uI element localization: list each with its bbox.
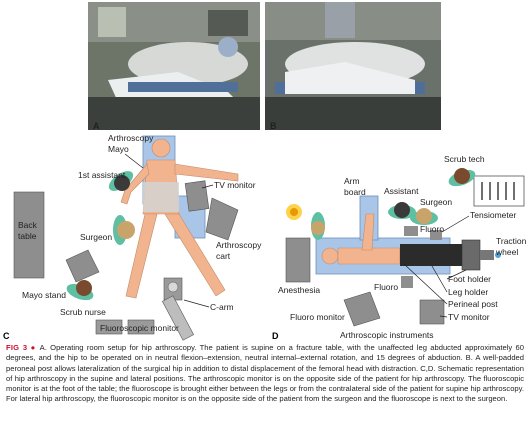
surgeon-figure-d	[410, 208, 438, 225]
label-arthroscopy-mayo-1: Arthroscopy	[108, 133, 154, 143]
leader-perineal-post	[403, 263, 448, 305]
instrument-tray	[473, 175, 525, 207]
fluoro-top-box	[404, 226, 418, 236]
c-arm-device	[161, 277, 195, 341]
fluoro-bottom-box	[401, 276, 413, 288]
or-setup-diagrams: Arthroscopy Mayo 1st assistant TV monito…	[3, 133, 527, 341]
mayo-stand-box	[65, 249, 100, 283]
label-arm-board-2: board	[344, 187, 366, 197]
figure-caption: FIG 3 ● A. Operating room setup for hip …	[6, 343, 524, 405]
label-mayo-stand: Mayo stand	[22, 290, 66, 300]
assistant-figure-d	[388, 202, 416, 219]
label-surgeon-c: Surgeon	[80, 232, 112, 242]
arthroscopy-cart-box	[205, 197, 239, 241]
label-arthroscopic-instruments: Arthroscopic instruments	[340, 330, 434, 340]
diagram-c	[13, 135, 239, 341]
tv-monitor-box	[184, 180, 210, 212]
label-tensiometer: Tensiometer	[470, 210, 516, 220]
label-leg-holder: Leg holder	[448, 287, 488, 297]
label-surgeon-d: Surgeon	[420, 197, 452, 207]
tv-monitor-box-d	[419, 299, 445, 325]
label-tv-monitor-d: TV monitor	[448, 312, 490, 322]
leader-c-arm	[183, 299, 210, 308]
label-arthroscopy-cart-2: cart	[216, 251, 231, 261]
label-arthroscopy-cart-1: Arthroscopy	[216, 240, 262, 250]
label-first-assistant: 1st assistant	[78, 170, 126, 180]
label-fluoro-bottom: Fluoro	[374, 282, 398, 292]
anesthesia-staff-figure	[311, 212, 325, 240]
anesthesia-box	[285, 237, 311, 283]
leader-tensiometer	[441, 215, 470, 233]
figure-label: FIG 3	[6, 343, 28, 352]
leader-mayo	[124, 153, 144, 169]
label-arthroscopy-mayo-2: Mayo	[108, 144, 129, 154]
caption-bullet: ●	[30, 343, 37, 352]
operating-light	[286, 204, 302, 220]
photo-b	[265, 2, 441, 130]
label-anesthesia: Anesthesia	[278, 285, 320, 295]
label-perineal-post: Perineal post	[448, 299, 498, 309]
fluoro-monitor-box-1	[95, 319, 123, 335]
tensiometer-box	[430, 230, 442, 240]
label-back-table-1: Back	[18, 220, 38, 230]
label-traction-wheel-1: Traction	[496, 236, 527, 246]
label-assistant-d: Assistant	[384, 186, 419, 196]
photo-a	[88, 2, 260, 130]
traction-wheel	[495, 252, 501, 258]
panel-label-a: A	[93, 121, 100, 131]
label-foot-holder: Foot holder	[448, 274, 491, 284]
label-c-arm: C-arm	[210, 302, 234, 312]
leader-leg-holder	[431, 265, 448, 293]
patient-figure	[120, 138, 239, 299]
label-fluoro-top: Fluoro	[420, 224, 444, 234]
label-traction-wheel-2: wheel	[495, 247, 518, 257]
label-arm-board-1: Arm	[344, 176, 360, 186]
scrub-nurse-figure	[66, 280, 94, 301]
foot-holder-box	[461, 239, 481, 271]
drape	[143, 182, 179, 212]
fluoro-monitor-box-2	[127, 319, 155, 335]
first-assistant-figure	[108, 171, 134, 191]
leader-foot-holder	[446, 269, 467, 280]
label-scrub-tech: Scrub tech	[444, 154, 485, 164]
label-back-table-2: table	[18, 231, 37, 241]
panel-label-d: D	[272, 331, 279, 341]
panel-label-b: B	[270, 121, 277, 131]
back-table-box	[13, 191, 45, 279]
label-fluoroscopic-monitor: Fluoroscopic monitor	[100, 323, 179, 333]
label-scrub-nurse: Scrub nurse	[60, 307, 106, 317]
leader-tv-d	[439, 315, 448, 318]
label-tv-monitor-c: TV monitor	[214, 180, 256, 190]
leader-tv-c	[201, 184, 214, 189]
fluoro-monitor-box-d	[343, 291, 381, 327]
label-fluoro-monitor: Fluoro monitor	[290, 312, 345, 322]
scrub-tech-figure	[448, 168, 476, 187]
diagram-d	[285, 168, 525, 327]
caption-text: A. Operating room setup for hip arthrosc…	[6, 343, 524, 404]
surgeon-figure	[113, 215, 135, 245]
traction-wheel-axle	[480, 250, 494, 260]
panel-label-c: C	[3, 331, 10, 341]
leg-holder-bar	[400, 244, 462, 266]
instrument-icons	[481, 182, 515, 200]
